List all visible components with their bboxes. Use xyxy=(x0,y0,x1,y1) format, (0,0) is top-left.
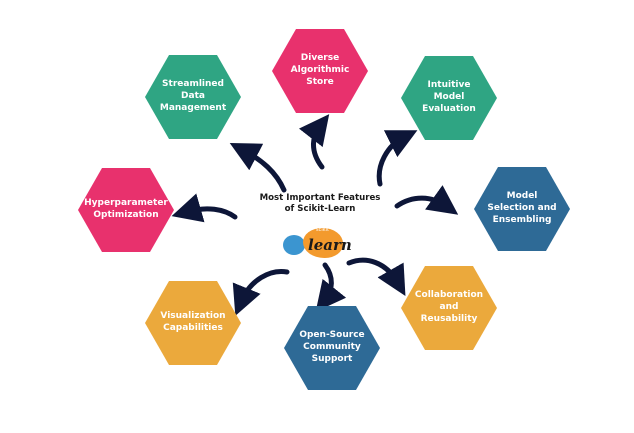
logo-learn-text: learn xyxy=(308,236,352,254)
feature-hyperparameter-optimization: Hyperparameter Optimization xyxy=(78,168,174,252)
feature-visualization-capabilities: Visualization Capabilities xyxy=(145,281,241,365)
arrow-to-hyperparameter xyxy=(171,193,238,223)
arrow-to-visualization xyxy=(232,269,290,316)
arrow-to-diverse-algorithmic-store xyxy=(298,114,330,170)
feature-intuitive-model-evaluation: Intuitive Model Evaluation xyxy=(401,56,497,140)
scikit-learn-logo: scikit learn xyxy=(283,226,353,264)
feature-open-source-community-support: Open-Source Community Support xyxy=(284,306,380,390)
arrow-to-collaboration xyxy=(346,257,406,297)
feature-streamlined-data-management: Streamlined Data Management xyxy=(145,55,241,139)
arrow-to-intuitive-model-evaluation xyxy=(376,130,418,187)
logo-scikit-text: scikit xyxy=(316,227,329,233)
arrow-to-model-selection xyxy=(394,185,459,215)
arrow-to-open-source-community xyxy=(315,262,347,312)
arrow-to-streamlined-data xyxy=(229,143,287,193)
feature-collaboration-and-reusability: Collaboration and Reusability xyxy=(401,266,497,350)
diagram-title: Most Important Features of Scikit-Learn xyxy=(259,193,381,215)
feature-diverse-algorithmic-store: Diverse Algorithmic Store xyxy=(272,29,368,113)
logo-blue-blob xyxy=(283,235,305,255)
feature-model-selection-and-ensembling: Model Selection and Ensembling xyxy=(474,167,570,251)
logo-orange-blob xyxy=(303,228,343,258)
